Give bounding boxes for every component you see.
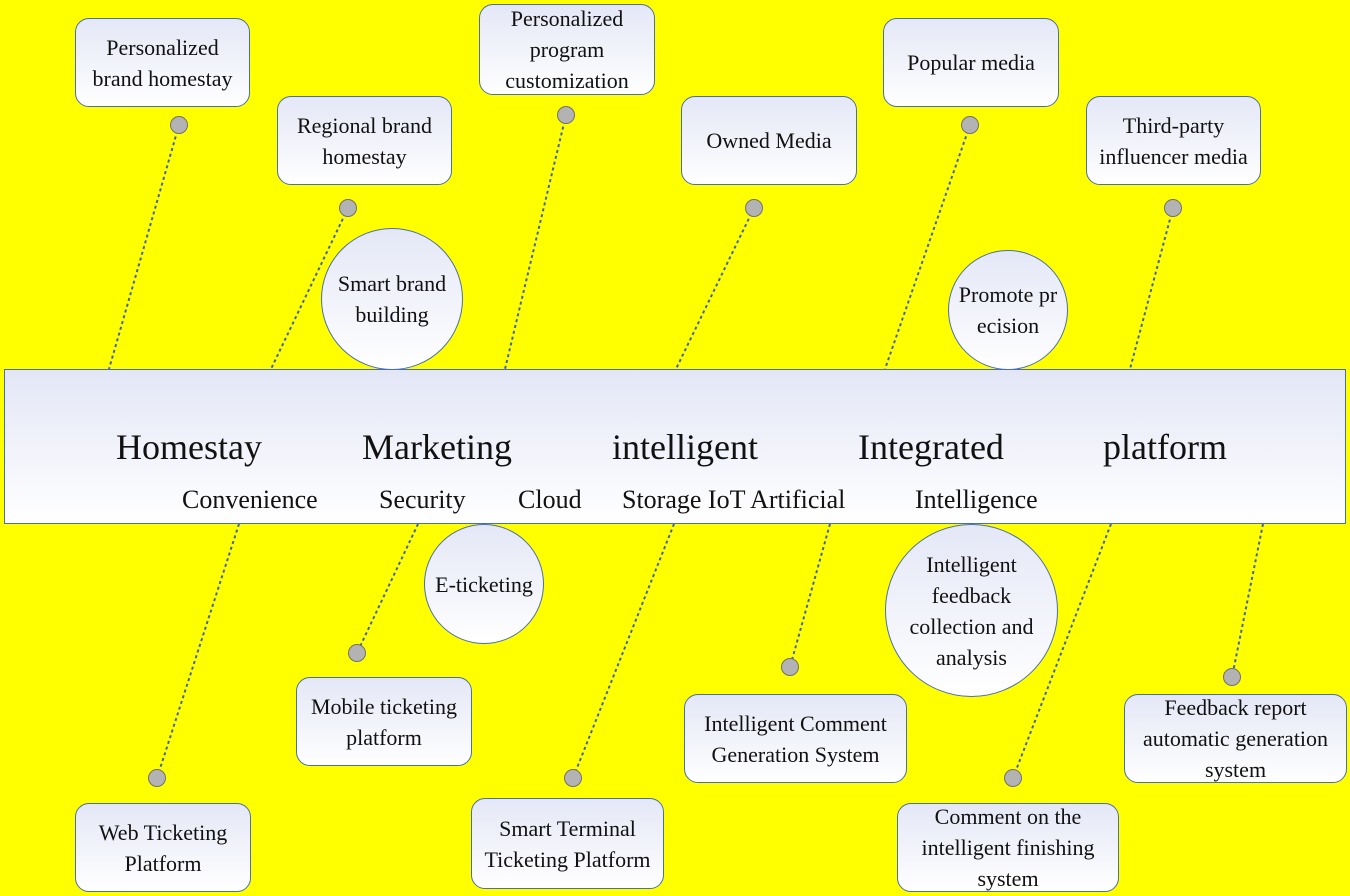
connector-dot (781, 658, 799, 676)
node-web-ticketing-platform: Web Ticketing Platform (75, 803, 251, 892)
title-word-intelligent: intelligent (612, 427, 758, 467)
category-promote-precision: Promote precision (948, 250, 1068, 370)
node-regional-brand-homestay: Regional brand homestay (277, 96, 452, 185)
keyword-storage-iot-artificial: Storage IoT Artificial (622, 485, 846, 514)
spine-title: Homestay Marketing intelligent Integrate… (5, 426, 1345, 468)
keyword-intelligence: Intelligence (915, 485, 1038, 514)
node-feedback-report-generation-system: Feedback report automatic generation sys… (1124, 694, 1347, 783)
node-intelligent-comment-generation-system: Intelligent Comment Generation System (684, 694, 907, 783)
title-word-integrated: Integrated (858, 427, 1004, 467)
connector-dot (170, 116, 188, 134)
keyword-convenience: Convenience (182, 485, 318, 514)
category-e-ticketing: E-ticketing (424, 524, 544, 644)
title-word-platform: platform (1103, 427, 1227, 467)
connector-web-ticketing-platform (156, 523, 240, 779)
node-personalized-brand-homestay: Personalized brand homestay (75, 18, 250, 107)
keyword-cloud: Cloud (518, 485, 582, 514)
category-intelligent-feedback-collection: Intelligent feedback collection and anal… (885, 524, 1058, 697)
connector-personalized-program-customization (504, 114, 567, 370)
title-word-homestay: Homestay (116, 427, 262, 467)
connector-owned-media (675, 207, 755, 370)
node-personalized-program-customization: Personalized program customization (479, 4, 655, 95)
connector-dot (557, 106, 575, 124)
connector-dot (745, 199, 763, 217)
connector-feedback-report-generation-system (1231, 523, 1264, 678)
node-third-party-influencer-media: Third-party influencer media (1086, 96, 1261, 185)
connector-dot (148, 769, 166, 787)
category-smart-brand-building: Smart brand building (321, 228, 463, 370)
connector-dot (961, 116, 979, 134)
connector-third-party-influencer-media (1129, 207, 1174, 370)
connector-dot (348, 644, 366, 662)
connector-personalized-brand-homestay (108, 124, 180, 370)
spine-keywords: Convenience Security Cloud Storage IoT A… (5, 485, 1345, 517)
node-popular-media: Popular media (883, 18, 1059, 107)
node-comment-intelligent-finishing-system: Comment on the intelligent finishing sys… (897, 803, 1119, 892)
title-word-marketing: Marketing (362, 427, 512, 467)
connector-dot (339, 199, 357, 217)
connector-dot (1004, 769, 1022, 787)
connector-mobile-ticketing-platform (356, 523, 419, 654)
connector-intelligent-comment-generation-system (789, 523, 831, 668)
main-spine-bar: Homestay Marketing intelligent Integrate… (4, 369, 1346, 524)
connector-dot (1164, 199, 1182, 217)
keyword-security: Security (379, 485, 466, 514)
node-owned-media: Owned Media (681, 96, 857, 185)
connector-dot (1223, 668, 1241, 686)
connector-dot (564, 769, 582, 787)
node-smart-terminal-ticketing-platform: Smart Terminal Ticketing Platform (471, 798, 664, 889)
connector-popular-media (884, 124, 971, 370)
node-mobile-ticketing-platform: Mobile ticketing platform (296, 677, 472, 766)
connector-smart-terminal-ticketing-platform (572, 523, 675, 779)
